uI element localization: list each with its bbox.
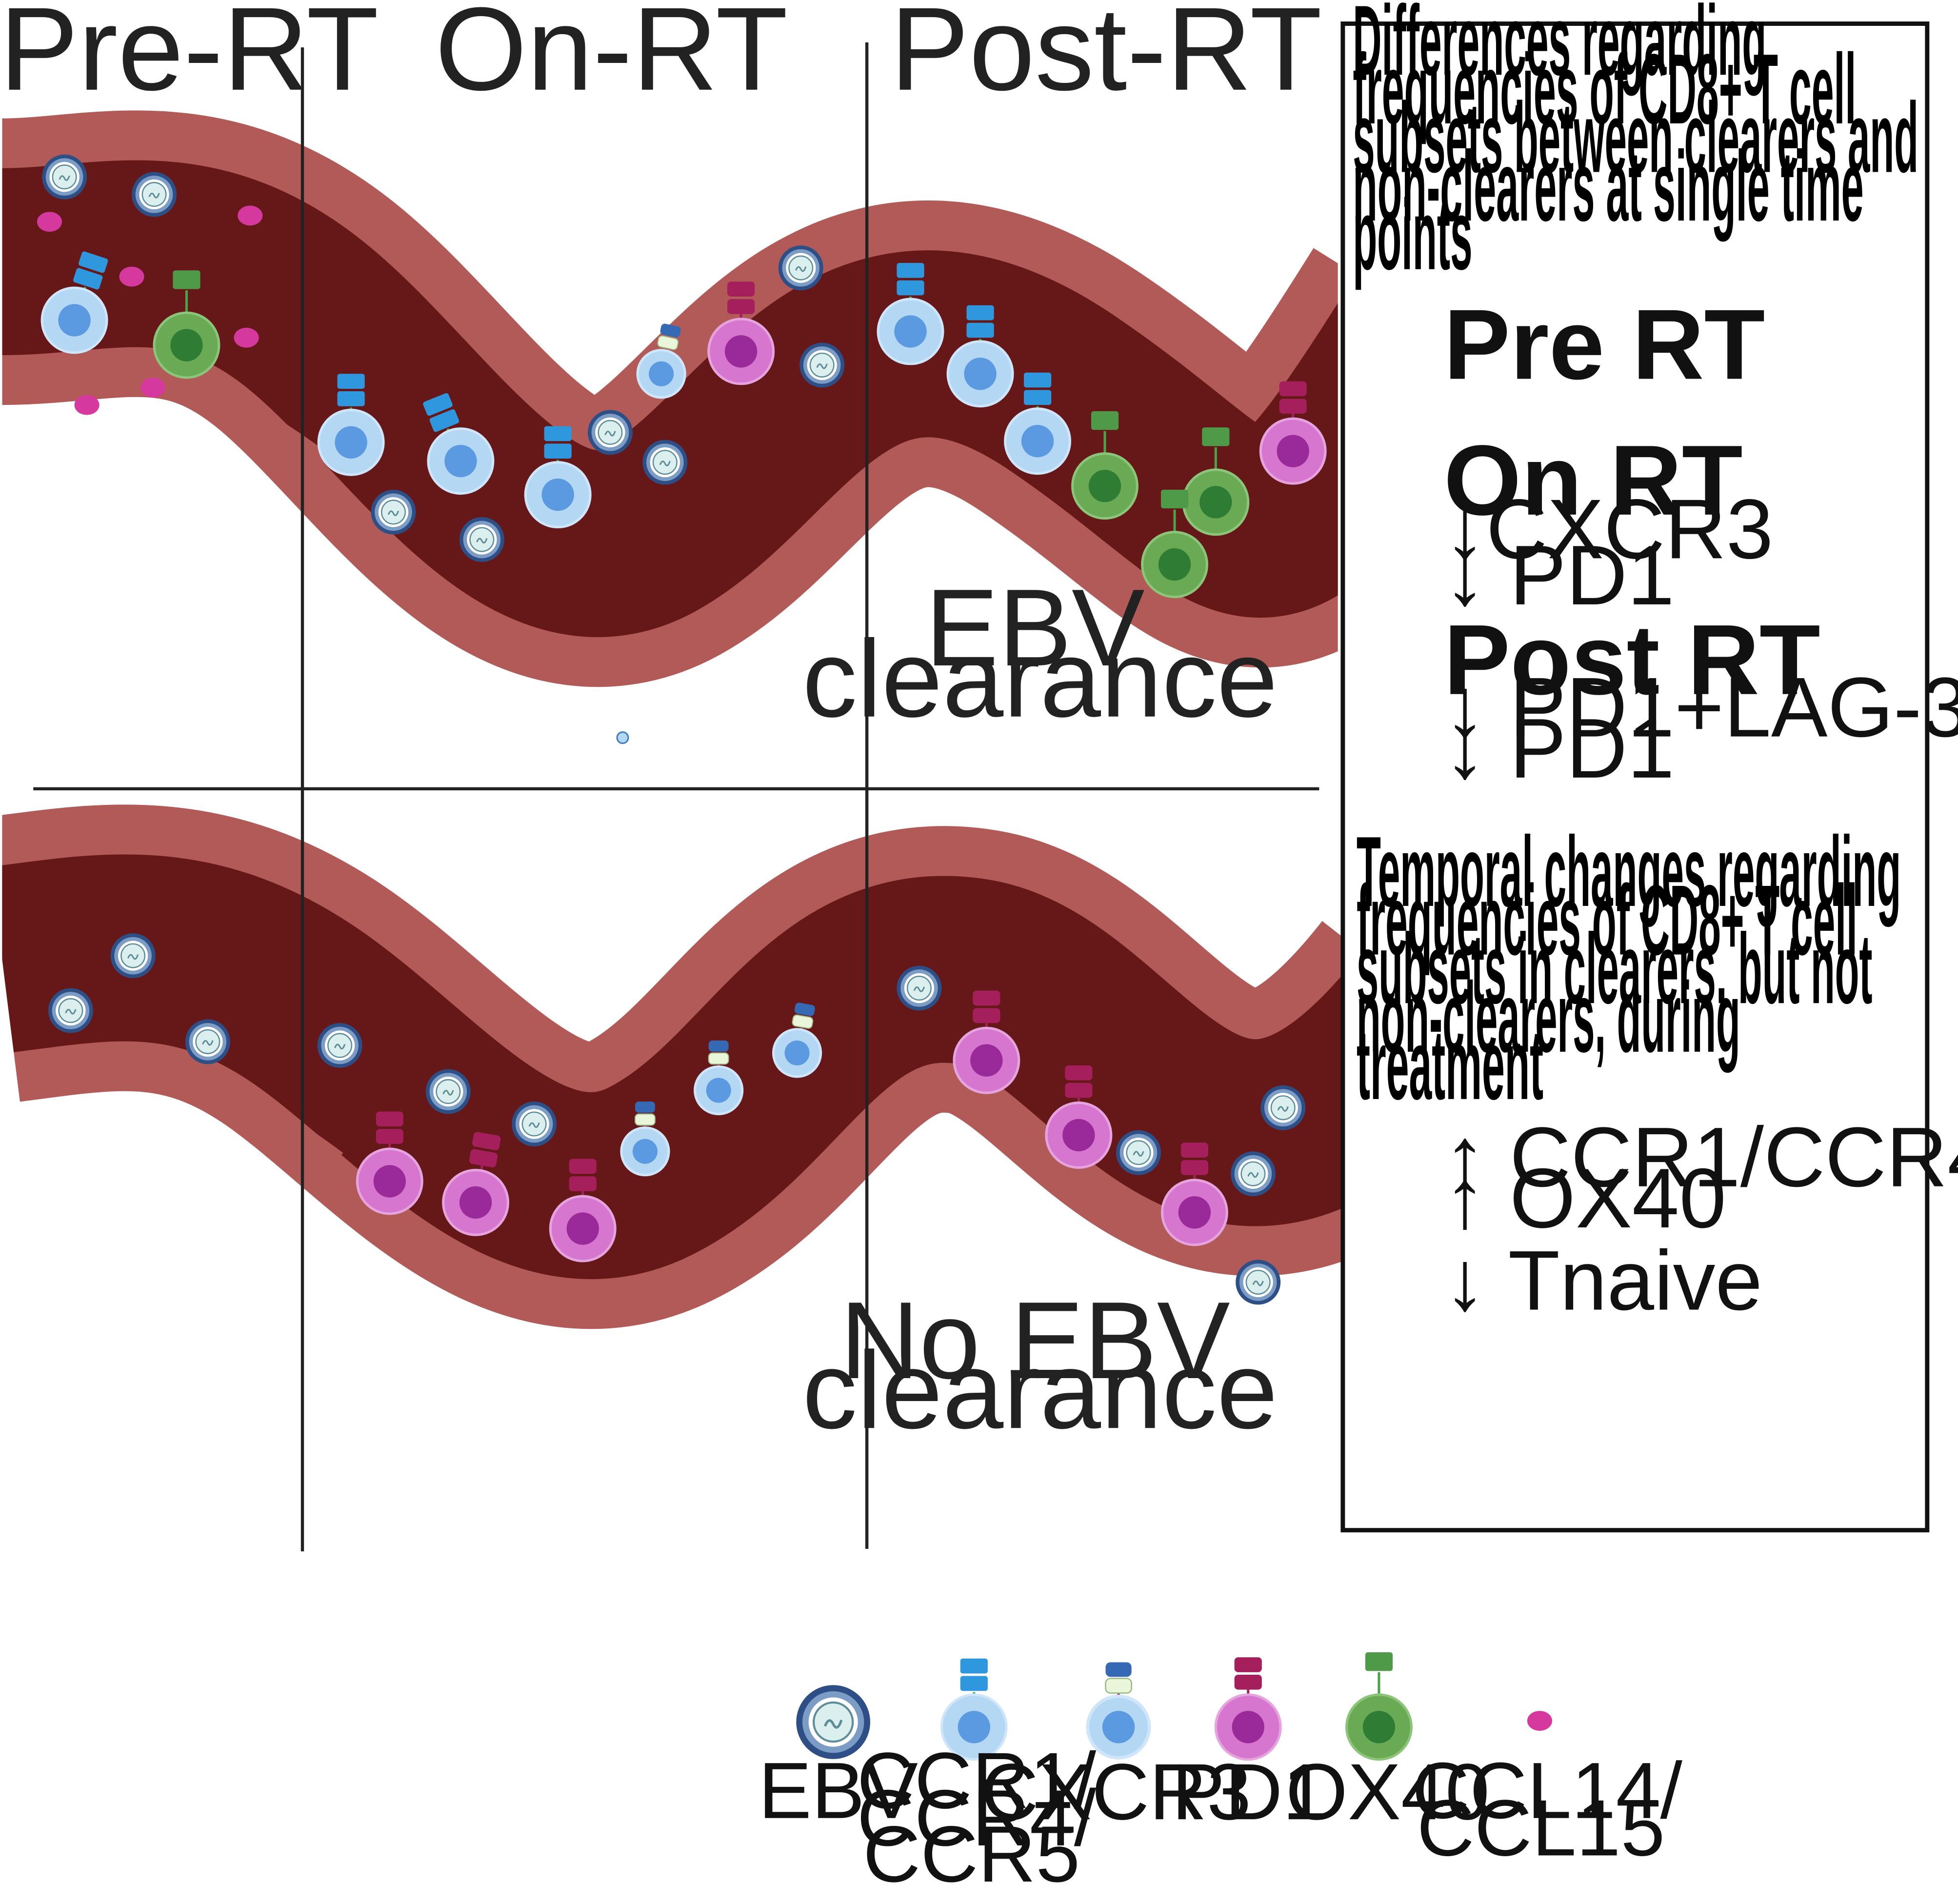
pre-rt-title: Pre RT xyxy=(1444,289,1765,401)
chemokine xyxy=(140,377,166,398)
heading-temporal-3: subsets in clearers, but not xyxy=(1357,913,1872,1024)
heading-temporal-4: non-clearers, during xyxy=(1357,962,1740,1073)
outcome-top-line1: EBV xyxy=(925,566,1145,689)
legend-label-ebv: EBV xyxy=(759,1746,918,1835)
legend-ox40-icon xyxy=(1347,1652,1412,1760)
heading-single-timepoints-5: points xyxy=(1353,180,1472,291)
ebv-virus xyxy=(110,932,157,979)
legend-pd1-icon xyxy=(1216,1657,1280,1759)
ebv-virus xyxy=(641,439,688,486)
ebv-virus xyxy=(587,409,634,456)
legend-label-pd1: PD1 xyxy=(1172,1747,1327,1836)
ebv-virus xyxy=(896,965,942,1012)
legend-label-ccr-3: CCR5 xyxy=(863,1809,1080,1899)
heading-temporal-1: Temporal changes regarding xyxy=(1357,816,1901,927)
legend: EBV CCR1/ CCR4/ CCR5 CXCR3 PD1 OX40 CCL1… xyxy=(759,1652,1683,1899)
legend-label-ccl-1: CCL14/ xyxy=(1412,1746,1683,1835)
legend-label-ccl-2: CCL15 xyxy=(1417,1783,1665,1872)
chemokine xyxy=(119,266,144,287)
on-rt-item-2: ↓ PD1 xyxy=(1444,528,1675,622)
phase-label-pre: Pre-RT xyxy=(0,0,379,115)
on-rt-item-1: ↓CXCR3 xyxy=(1444,481,1774,576)
temporal-item-1: ↑ CCR1/CCR4/CCR5 xyxy=(1444,1110,1958,1204)
outcome-top-line2: clearance xyxy=(802,618,1278,740)
heading-single-timepoints-1: Differences regarding xyxy=(1353,0,1766,96)
ebv-virus xyxy=(370,489,417,536)
ebv-virus xyxy=(184,1018,231,1065)
ebv-virus xyxy=(47,987,94,1034)
post-rt-title: Post RT xyxy=(1444,604,1820,716)
post-rt-item-1: ↓ PD1+LAG-3+ xyxy=(1444,660,1958,755)
outcome-bottom-line1: No EBV xyxy=(840,1279,1230,1402)
ebv-virus xyxy=(425,1068,472,1115)
ebv-virus xyxy=(1259,1084,1306,1131)
heading-single-timepoints-4: non-clearers at single time xyxy=(1353,131,1863,242)
legend-chemokine-icon xyxy=(1527,1711,1552,1731)
phase-label-on: On-RT xyxy=(435,0,788,115)
tnaive-item: ↓ Tnaive xyxy=(1444,1233,1762,1328)
legend-label-cxcr3: CXCR3 xyxy=(981,1747,1251,1836)
post-rt-item-2: ↓ PD1 xyxy=(1444,701,1675,796)
outcome-bottom-line2: clearance xyxy=(802,1329,1278,1451)
summary-box: Differences regarding frequencies of CD8… xyxy=(1340,0,1958,1533)
ebv-virus xyxy=(317,1022,363,1069)
chemokine xyxy=(234,327,259,348)
phase-label-post: Post-RT xyxy=(890,0,1322,115)
top-cells xyxy=(34,154,1325,744)
ebv-virus xyxy=(1230,1150,1277,1197)
ebv-virus xyxy=(1235,1259,1281,1305)
heading-single-timepoints-3: subsets between clearers and xyxy=(1353,82,1918,193)
legend-label-ccr-2: CCR4/ xyxy=(857,1773,1097,1863)
chemokine xyxy=(238,205,263,226)
on-rt-title: On RT xyxy=(1444,425,1743,536)
ebv-virus xyxy=(41,154,88,200)
legend-label-ccr-1: CCR1/ xyxy=(857,1736,1097,1825)
chemokine xyxy=(74,395,100,415)
ebv-virus xyxy=(799,341,845,388)
heading-temporal-5: treatment xyxy=(1357,1009,1543,1121)
ebv-virus xyxy=(1115,1129,1162,1176)
vessel-bottom xyxy=(2,804,1345,1329)
ebv-virus xyxy=(459,516,505,563)
heading-single-timepoints-2: frequencies of CD8+ T cell xyxy=(1353,34,1856,145)
small-particle xyxy=(616,731,629,744)
ebv-virus xyxy=(778,244,824,291)
temporal-item-2: ↑ OX40 xyxy=(1444,1151,1726,1245)
legend-label-ox40: OX40 xyxy=(1286,1747,1490,1836)
ebv-virus xyxy=(131,171,178,218)
chemokine xyxy=(37,212,62,232)
ebv-virus xyxy=(511,1101,558,1147)
heading-temporal-2: frequencies of CD8+ T cell xyxy=(1357,865,1858,976)
legend-cxcr3-icon xyxy=(1088,1662,1149,1758)
